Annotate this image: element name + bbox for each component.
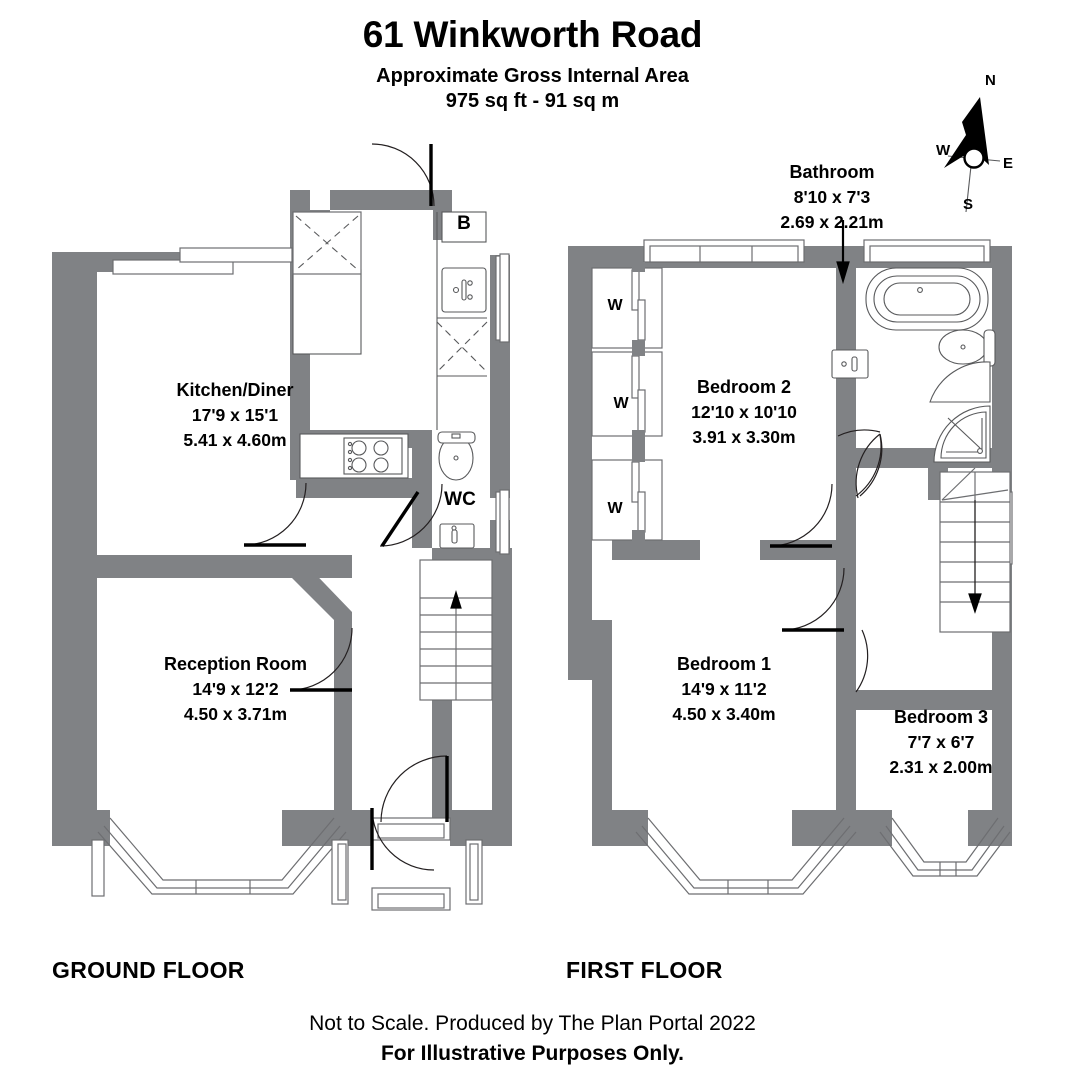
first-floor-walls — [568, 246, 1012, 846]
footer-illustrative: For Illustrative Purposes Only. — [380, 1042, 685, 1065]
room-name: Reception Room — [163, 654, 307, 674]
room-label-bedroom-2: Bedroom 2 12'10 x 10'10 3.91 x 3.30m — [628, 375, 860, 450]
ground-floor-label: GROUND FLOOR — [52, 957, 245, 983]
room-label-bedroom-3: Bedroom 3 7'7 x 6'7 2.31 x 2.00m — [845, 705, 1037, 780]
room-dims-metric: 5.41 x 4.60m — [183, 430, 287, 450]
kitchen-fittings — [243, 143, 488, 547]
bedroom3-bay-window — [879, 817, 1011, 877]
page-title: 61 Winkworth Road — [362, 14, 703, 55]
first-floor-label: FIRST FLOOR — [566, 957, 723, 983]
ground-floor-windows — [112, 247, 510, 555]
room-dims-imperial: 17'9 x 15'1 — [191, 405, 279, 425]
wardrobe-tag-2: W — [613, 395, 629, 412]
room-dims-metric: 3.91 x 3.30m — [692, 427, 796, 447]
room-dims-imperial: 8'10 x 7'3 — [793, 187, 871, 207]
room-dims-imperial: 7'7 x 6'7 — [907, 732, 975, 752]
room-dims-metric: 2.31 x 2.00m — [889, 757, 993, 777]
landing-doors — [781, 429, 882, 693]
wardrobe-tag-3: W — [607, 500, 623, 517]
room-name: Bedroom 3 — [893, 707, 989, 727]
wc-fittings — [379, 431, 476, 549]
area-value: 975 sq ft - 91 sq m — [445, 90, 620, 112]
ground-floor-bay-window — [91, 817, 347, 897]
boiler-tag: B — [457, 213, 471, 234]
room-name: Bedroom 1 — [676, 654, 772, 674]
reception-room-door — [289, 627, 353, 692]
wc-tag: WC — [444, 489, 476, 510]
ground-floor-entrance — [331, 755, 483, 911]
room-dims-metric: 2.69 x 2.21m — [780, 212, 884, 232]
room-label-reception-room: Reception Room 14'9 x 12'2 4.50 x 3.71m — [103, 652, 368, 727]
bathroom-fittings — [831, 220, 996, 499]
compass-east-label: E — [1003, 155, 1014, 172]
room-dims-metric: 4.50 x 3.71m — [183, 704, 288, 724]
ground-floor-staircase — [419, 559, 493, 701]
room-dims-imperial: 14'9 x 11'2 — [681, 679, 767, 699]
bedroom1-bay-window — [635, 817, 857, 895]
wardrobe-tag-1: W — [607, 297, 623, 314]
area-subtitle: Approximate Gross Internal Area — [376, 65, 689, 87]
room-name: Kitchen/Diner — [176, 380, 294, 400]
room-label-bedroom-1: Bedroom 1 14'9 x 11'2 4.50 x 3.40m — [608, 652, 840, 727]
room-dims-imperial: 12'10 x 10'10 — [691, 402, 797, 422]
compass-north-label: N — [985, 72, 996, 89]
bedroom2-wardrobes — [591, 262, 663, 542]
first-floor-staircase — [939, 467, 1011, 633]
compass-south-label: S — [963, 196, 974, 213]
room-name: Bedroom 2 — [696, 377, 792, 397]
room-label-bathroom: Bathroom 8'10 x 7'3 2.69 x 2.21m — [722, 160, 942, 235]
room-label-kitchen-diner: Kitchen/Diner 17'9 x 15'1 5.41 x 4.60m — [120, 378, 350, 453]
room-dims-imperial: 14'9 x 12'2 — [192, 679, 279, 699]
bedroom2-door — [769, 483, 833, 548]
room-dims-metric: 4.50 x 3.40m — [672, 704, 776, 724]
footer-disclaimer: Not to Scale. Produced by The Plan Porta… — [309, 1012, 756, 1035]
room-name: Bathroom — [789, 162, 875, 182]
compass-west-label: W — [936, 142, 951, 159]
